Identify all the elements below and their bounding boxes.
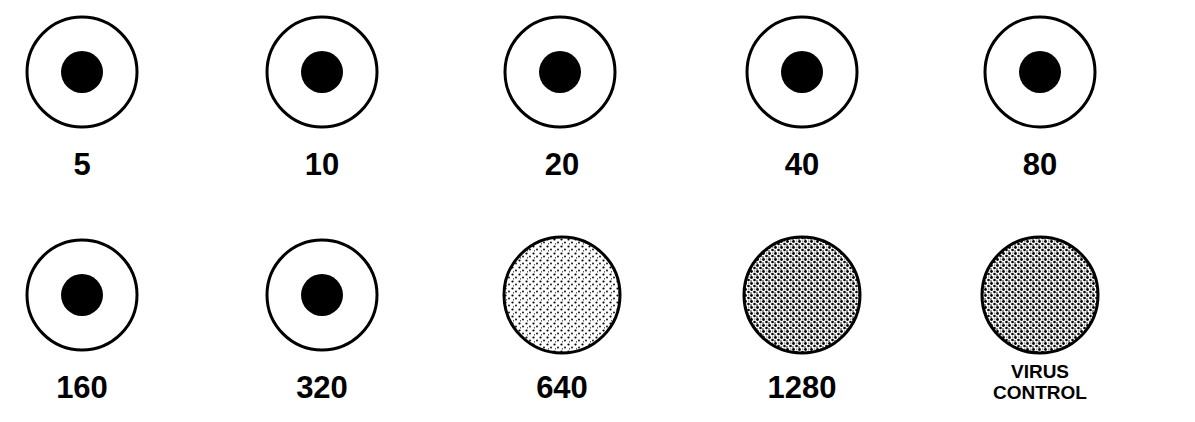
well-ring — [267, 240, 377, 350]
well-ring — [505, 17, 615, 127]
cell-button — [781, 51, 823, 93]
dilution-number: 160 — [56, 371, 108, 405]
dilution-number: 40 — [785, 148, 819, 182]
dilution-number: 640 — [536, 371, 588, 405]
dilution-number: 10 — [305, 148, 339, 182]
well-ring — [27, 17, 137, 127]
well-ring — [27, 240, 137, 350]
agglutinated-well — [504, 237, 620, 353]
dilution-number: 80 — [1023, 148, 1057, 182]
agglutinated-well — [744, 237, 860, 353]
well-ring — [747, 17, 857, 127]
cell-button — [301, 274, 343, 316]
well-ring — [985, 17, 1095, 127]
dilution-number: 320 — [296, 371, 348, 405]
agglutinated-well — [982, 237, 1098, 353]
cell-button — [61, 51, 103, 93]
cell-button — [61, 274, 103, 316]
dilution-number: 5 — [73, 148, 90, 182]
control-label: VIRUS CONTROL — [983, 362, 1098, 404]
cell-button — [301, 51, 343, 93]
dilution-number: 20 — [545, 148, 579, 182]
cell-button — [1019, 51, 1061, 93]
well-ring — [267, 17, 377, 127]
dilution-number: 1280 — [768, 371, 837, 405]
cell-button — [539, 51, 581, 93]
